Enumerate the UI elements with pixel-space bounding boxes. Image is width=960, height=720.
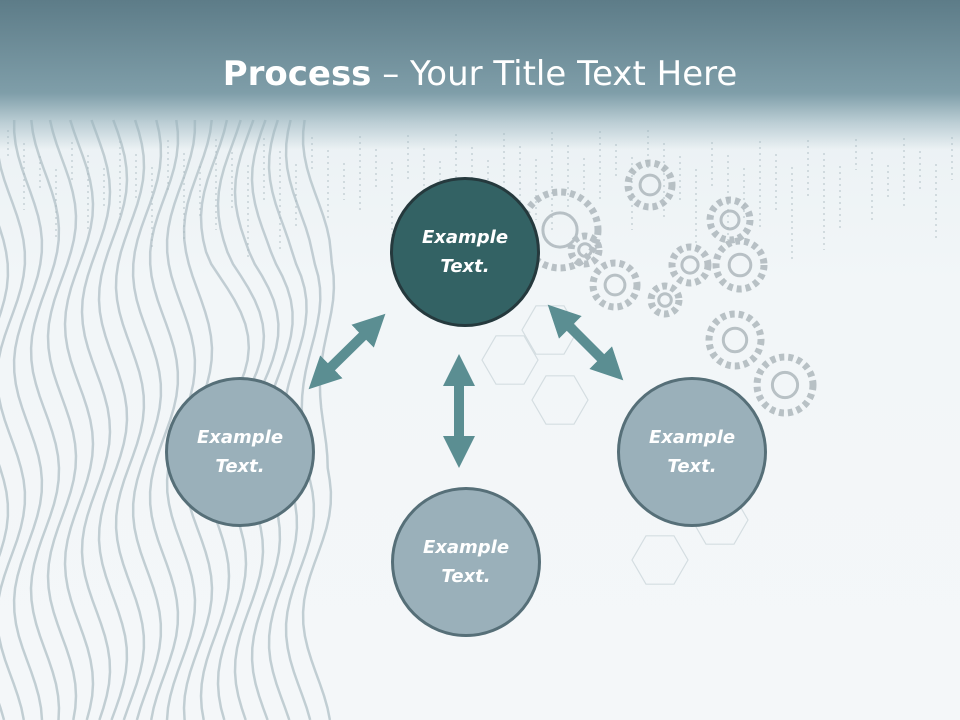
title-rest: – Your Title Text Here <box>371 54 738 94</box>
gear-hub <box>727 252 753 278</box>
gear-icon <box>753 353 817 417</box>
arrow-top-right <box>547 304 624 381</box>
gear-icon <box>712 237 768 293</box>
wave-line <box>131 119 163 720</box>
wave-line <box>46 119 78 720</box>
process-node-top[interactable]: Example Text. <box>390 177 540 327</box>
gear-hub <box>657 292 673 308</box>
wave-line <box>148 119 180 720</box>
node-top-text: Example Text. <box>421 227 509 277</box>
title-bold: Process <box>222 54 372 94</box>
gear-icon <box>647 282 683 318</box>
wave-line <box>29 119 61 720</box>
gear-icon <box>668 243 712 287</box>
gear-icon <box>567 232 603 268</box>
gear-hub <box>721 326 749 354</box>
wave-line <box>0 157 27 720</box>
gear-icon <box>624 159 676 211</box>
hexagon-shape <box>481 335 539 385</box>
gear-hub <box>680 255 700 275</box>
wave-line <box>63 119 95 720</box>
gear-hub <box>603 273 627 297</box>
wave-line <box>12 120 44 720</box>
wave-line <box>114 119 146 720</box>
gear-hub <box>577 242 593 258</box>
process-node-left[interactable]: Example Text. <box>165 377 315 527</box>
node-right-text: Example Text. <box>648 427 736 477</box>
gear-hub <box>541 211 579 249</box>
process-node-bottom[interactable]: Example Text. <box>391 487 541 637</box>
node-bottom-text: Example Text. <box>422 537 510 587</box>
wave-line <box>301 119 336 720</box>
gear-hub <box>719 209 741 231</box>
gear-hub <box>770 370 800 400</box>
gear-icon <box>589 259 641 311</box>
title-banner <box>0 0 960 150</box>
slide-title[interactable]: Process – Your Title Text Here <box>0 52 960 96</box>
node-left-text: Example Text. <box>196 427 284 477</box>
gear-hub <box>638 173 662 197</box>
wave-line <box>80 119 112 720</box>
hexagon-shape <box>631 535 689 585</box>
process-node-right[interactable]: Example Text. <box>617 377 767 527</box>
arrow-top-left <box>308 313 386 390</box>
gear-icon <box>705 310 765 370</box>
